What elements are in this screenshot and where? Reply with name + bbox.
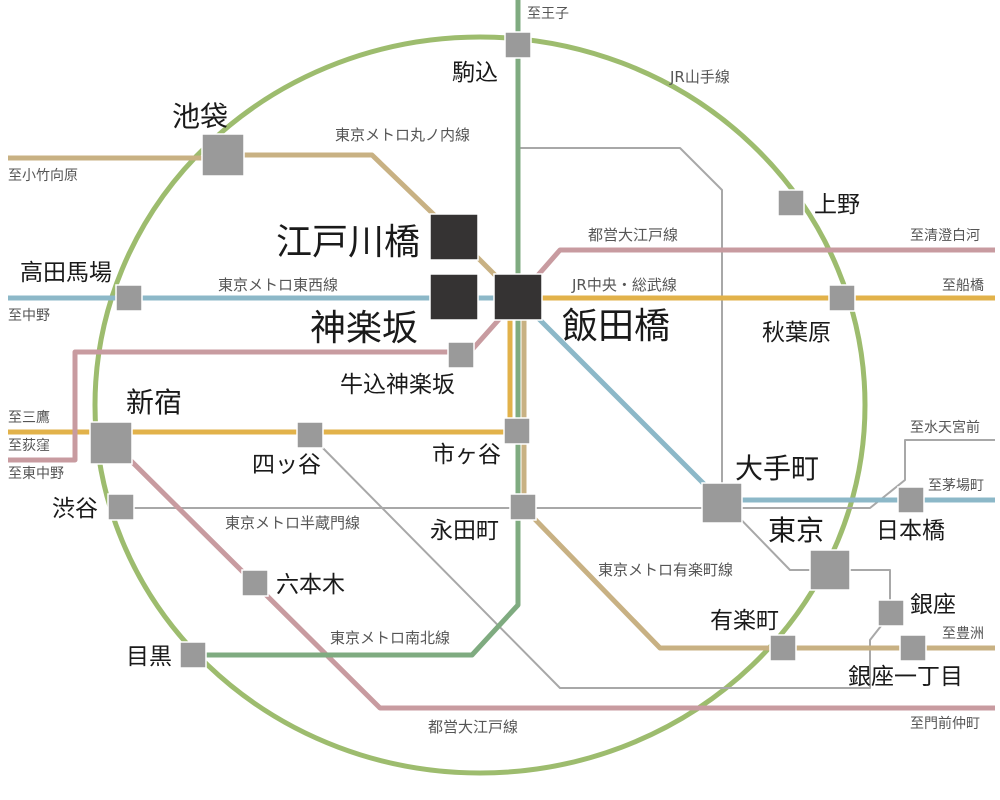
dest-suitengumae: 至水天宮前 (910, 419, 980, 436)
station-marker-shinjuku[interactable] (89, 421, 133, 465)
oedo-line-south (110, 440, 995, 711)
dest-ogikubo: 至荻窪 (8, 437, 50, 454)
station-label-takadanobaba: 高田馬場 (20, 260, 112, 286)
line-label-oedo-bottom: 都営大江戸線 (428, 718, 518, 736)
station-label-ginza1: 銀座一丁目 (848, 664, 963, 690)
station-marker-iidabashi[interactable] (493, 273, 543, 321)
station-marker-ginza[interactable] (877, 599, 905, 627)
station-marker-tokyo[interactable] (809, 549, 851, 591)
line-label-marunouchi: 東京メトロ丸ノ内線 (335, 126, 470, 144)
station-marker-ginza1[interactable] (899, 634, 927, 662)
station-marker-nagatacho[interactable] (509, 493, 537, 521)
station-label-ginza: 銀座 (910, 592, 956, 618)
marunouchi-line (520, 147, 723, 500)
destination-label-layer: 至王子 至小竹向原 至清澄白河 至船橋 至中野 至三鷹 至荻窪 至東中野 至水天… (8, 6, 984, 732)
dest-toyosu: 至豊洲 (942, 626, 984, 642)
line-label-oedo-top: 都営大江戸線 (588, 226, 678, 244)
station-label-nagatacho: 永田町 (430, 518, 499, 544)
oedo-line-west (8, 296, 520, 463)
station-marker-ichigaya[interactable] (503, 417, 531, 445)
line-label-layer: JR山手線 東京メトロ丸ノ内線 東京メトロ東西線 都営大江戸線 JR中央・総武線… (218, 68, 733, 736)
station-label-akihabara: 秋葉原 (762, 320, 831, 346)
station-marker-nihombashi[interactable] (897, 486, 925, 514)
station-marker-ikebukuro[interactable] (201, 133, 245, 177)
station-marker-ueno[interactable] (777, 189, 805, 217)
hanzomon-line (122, 439, 995, 509)
station-marker-akihabara[interactable] (828, 284, 856, 312)
station-marker-ushigome[interactable] (447, 341, 475, 369)
line-label-chuo-sobu: JR中央・総武線 (571, 276, 677, 294)
dest-kayabacho: 至茅場町 (928, 478, 984, 494)
station-label-meguro: 目黒 (126, 644, 172, 670)
station-marker-shibuya[interactable] (107, 493, 135, 521)
station-marker-otemachi[interactable] (701, 482, 743, 524)
station-label-tokyo: 東京 (768, 514, 824, 547)
dest-odakyu: 至小竹向原 (8, 168, 78, 184)
dest-monzennakacho: 至門前仲町 (910, 715, 980, 732)
station-layer (89, 31, 927, 669)
line-label-namboku: 東京メトロ南北線 (330, 629, 450, 647)
station-marker-komagome[interactable] (504, 31, 532, 59)
station-label-layer: 駒込 池袋 江戸川橋 神楽坂 飯田橋 上野 高田馬場 秋葉原 牛込神楽坂 新宿 … (20, 60, 963, 690)
station-marker-yurakucho[interactable] (769, 634, 797, 662)
line-label-yamanote: JR山手線 (669, 68, 730, 86)
line-label-hanzomon: 東京メトロ半蔵門線 (225, 514, 360, 532)
yamanote-line (92, 34, 868, 776)
station-label-edogawabashi: 江戸川橋 (276, 222, 420, 263)
yurakucho-line (222, 152, 520, 300)
station-label-ueno: 上野 (814, 192, 860, 218)
station-label-shinjuku: 新宿 (126, 386, 182, 419)
station-label-yotsuya: 四ッ谷 (252, 452, 321, 478)
dest-higashinakano: 至東中野 (8, 466, 64, 482)
station-marker-meguro[interactable] (179, 641, 207, 669)
station-marker-yotsuya[interactable] (296, 421, 324, 449)
tozai-east (516, 296, 995, 503)
station-label-ichigaya: 市ヶ谷 (432, 442, 501, 468)
line-label-yurakucho: 東京メトロ有楽町線 (598, 561, 733, 579)
station-marker-edogawabashi[interactable] (429, 213, 479, 261)
dest-funabashi: 至船橋 (942, 278, 984, 294)
station-label-otemachi: 大手町 (735, 452, 819, 485)
line-label-tozai: 東京メトロ東西線 (218, 276, 338, 294)
station-label-iidabashi: 飯田橋 (562, 306, 670, 347)
station-label-roppongi: 六本木 (276, 572, 345, 598)
dest-nakano: 至中野 (8, 308, 50, 324)
station-marker-takadanobaba[interactable] (115, 284, 143, 312)
station-label-komagome: 駒込 (452, 60, 498, 86)
station-marker-kagurazaka[interactable] (429, 273, 479, 321)
hanzomon-branch (309, 434, 893, 689)
station-label-kagurazaka: 神楽坂 (310, 308, 418, 349)
station-label-nihombashi: 日本橋 (876, 518, 945, 544)
dest-kiyosumi: 至清澄白河 (910, 228, 980, 244)
dest-oji: 至王子 (527, 6, 569, 22)
station-label-yurakucho: 有楽町 (710, 608, 779, 634)
station-label-shibuya: 渋谷 (52, 496, 98, 522)
station-marker-roppongi[interactable] (241, 569, 269, 597)
station-label-ushigome: 牛込神楽坂 (340, 372, 455, 398)
yurakucho-south (521, 298, 995, 651)
station-label-ikebukuro: 池袋 (172, 100, 228, 133)
dest-mitaka: 至三鷹 (8, 410, 50, 426)
